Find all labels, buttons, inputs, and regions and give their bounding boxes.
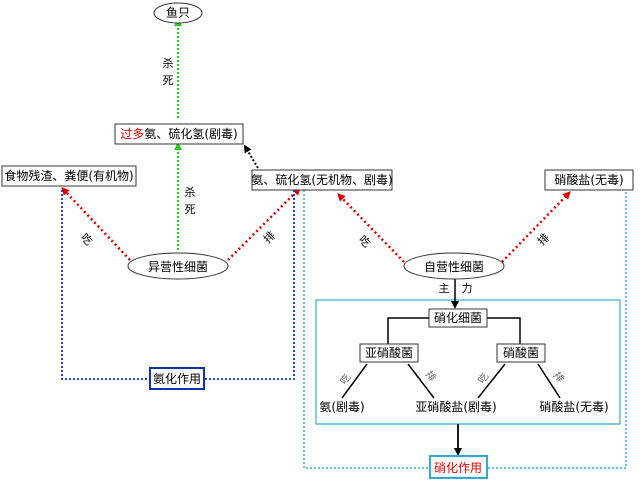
auto-bacteria-label: 自营性细菌 [424, 260, 484, 274]
food-waste-label: 食物残渣、粪便(有机物) [4, 168, 133, 183]
excrete-label-auto: 排 [534, 230, 552, 248]
tree-branch-ammonia [341, 363, 368, 399]
ammonification-loop-left [61, 190, 150, 380]
tree-branch-right [487, 317, 521, 344]
accumulate-arrow [243, 144, 259, 169]
tree-branch-nitrate [537, 363, 561, 399]
excrete-label-nitrite-bact: 排 [423, 368, 439, 384]
ammonification-label: 氨化作用 [153, 372, 201, 386]
fish-node [153, 2, 203, 24]
eat-label-auto: 吃 [356, 233, 373, 250]
food-waste-box [1, 165, 137, 187]
force-label: 力 [462, 282, 473, 295]
fish-label: 鱼只 [166, 6, 190, 20]
excess-toxin-label: 过多氨、硫化氢(剧毒) [120, 126, 237, 141]
nitrification-region-box [315, 299, 621, 425]
nitrite-bacteria-box [359, 343, 419, 363]
nitrate-top-box [544, 169, 634, 191]
nitrate-bacteria-box [496, 343, 546, 363]
excrete-label-nitrate-bact: 排 [551, 369, 567, 385]
die-label-top: 死 [163, 74, 174, 87]
nitrification-box [429, 455, 488, 479]
eat-label-nitrite-bact: 吃 [337, 371, 353, 387]
excrete-arrow-hetero [227, 187, 301, 261]
tree-branch-nitrite-2 [477, 363, 506, 399]
leaf-nitrite: 亚硝酸盐(剧毒) [415, 399, 496, 414]
excess-rest: 氨、硫化氢(剧毒) [144, 126, 237, 141]
excrete-label-hetero: 排 [260, 228, 278, 246]
nitrate-bacteria-label: 硝酸菌 [503, 345, 539, 360]
excess-toxin-box [114, 123, 244, 145]
tree-branch-left [387, 317, 429, 344]
auto-bacteria-node [403, 252, 505, 280]
leaf-ammonia: 氨(剧毒) [319, 400, 364, 414]
excess-prefix: 过多 [120, 127, 144, 141]
eat-label-hetero: 吃 [78, 231, 95, 248]
ammonia-label: 氨、硫化氢(无机物、剧毒) [251, 172, 392, 187]
ammonification-box [149, 367, 205, 390]
ammonification-loop-right [205, 190, 295, 380]
ammonia-box [251, 169, 393, 191]
nitrifying-bacteria-label: 硝化细菌 [434, 311, 482, 325]
nitrate-top-label: 硝酸盐(无毒) [554, 172, 623, 187]
hetero-bacteria-label: 异营性细菌 [148, 260, 208, 274]
main-label: 主 [439, 282, 450, 295]
eat-arrow-hetero [61, 187, 131, 261]
die-label-bottom: 死 [185, 203, 196, 216]
nitrification-loop-right [488, 190, 627, 469]
nitrification-loop-left [303, 190, 430, 469]
leaf-nitrate: 硝酸盐(无毒) [539, 399, 608, 414]
nitrite-bacteria-label: 亚硝酸菌 [365, 345, 413, 360]
hetero-bacteria-node [127, 252, 229, 280]
tree-branch-nitrite [407, 363, 435, 399]
kill-label-bottom: 杀 [185, 185, 196, 199]
eat-arrow-auto [337, 193, 405, 263]
kill-label-top: 杀 [163, 56, 174, 70]
excrete-arrow-auto [501, 191, 571, 263]
nitrification-label: 硝化作用 [434, 461, 482, 475]
nitrifying-bacteria-box [428, 308, 488, 328]
